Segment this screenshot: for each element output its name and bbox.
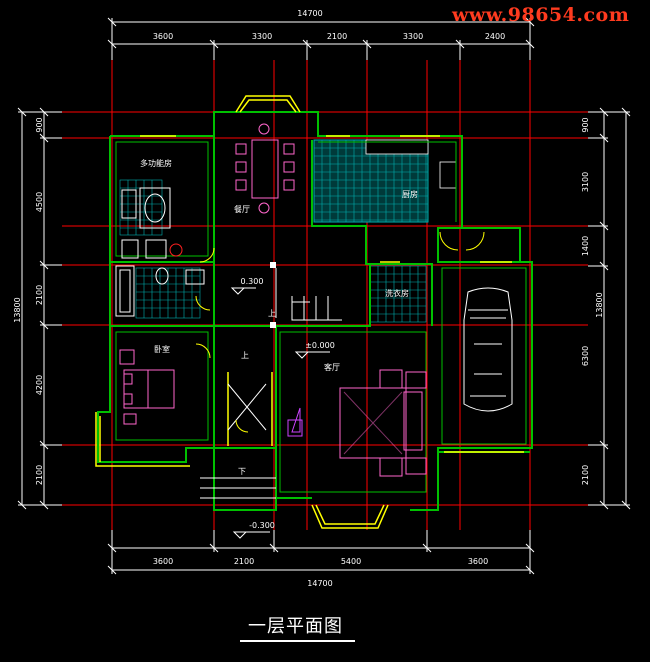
column-marker (270, 262, 276, 268)
dim-bottom-3: 5400 (341, 557, 361, 566)
dim-bottom-total: 14700 (307, 579, 332, 588)
dim-right-2: 3100 (581, 172, 590, 192)
dim-bottom-4: 3600 (468, 557, 488, 566)
dim-left-4: 4200 (35, 375, 44, 395)
dim-top-3: 2100 (327, 32, 347, 41)
room-label-bedroom: 卧室 (154, 344, 170, 354)
bath-fixtures (115, 265, 205, 317)
door-swings (195, 231, 485, 433)
bedroom-bed (119, 349, 175, 425)
room-label-dining: 餐厅 (234, 205, 250, 214)
dim-right-4: 6300 (581, 346, 590, 366)
dim-top-1: 3600 (153, 32, 173, 41)
level-markers (230, 287, 330, 539)
dim-top-2: 3300 (252, 32, 272, 41)
dim-top-4: 3300 (403, 32, 423, 41)
drawing-title: 一层平面图 (248, 616, 343, 637)
dim-right-1: 900 (581, 117, 590, 132)
dimension-lines (17, 17, 631, 575)
stairs (200, 268, 342, 499)
level-entry: -0.300 (249, 521, 275, 530)
windows (95, 95, 524, 529)
room-label-living: 客厅 (324, 362, 340, 372)
room-label-kitchen: 厨房 (402, 189, 418, 199)
stair-mark-up: 上 (268, 309, 276, 318)
dim-top-total: 14700 (297, 9, 322, 18)
partitions (115, 141, 527, 493)
dim-right-5: 2100 (581, 465, 590, 485)
car-icon (463, 287, 513, 412)
watermark: www.98654.com (452, 4, 630, 26)
dim-bottom-1: 3600 (153, 557, 173, 566)
room-label-multipurpose: 多功能房 (140, 158, 172, 168)
dim-top-5: 2400 (485, 32, 505, 41)
dim-left-3: 2100 (35, 285, 44, 305)
dim-left-5: 2100 (35, 465, 44, 485)
dim-right-total: 13800 (595, 292, 604, 317)
kitchen-tile-floor (313, 139, 457, 223)
room-label-laundry: 洗衣房 (385, 288, 409, 298)
dim-bottom-2: 2100 (234, 557, 254, 566)
column-marker (270, 322, 276, 328)
living-room-furniture (287, 369, 427, 477)
dim-right-3: 1400 (581, 236, 590, 256)
dim-left-1: 900 (35, 117, 44, 132)
stair-mark-down: 下 (238, 467, 246, 476)
dim-left-total: 13800 (13, 297, 22, 322)
level-main: ±0.000 (305, 341, 335, 350)
walls (97, 111, 533, 511)
dining-table (235, 123, 295, 214)
stair-mark-up: 上 (241, 351, 249, 360)
multipurpose-furniture (121, 187, 183, 259)
level-upper: 0.300 (241, 277, 264, 286)
dim-left-2: 4500 (35, 192, 44, 212)
title-underline (240, 640, 355, 642)
